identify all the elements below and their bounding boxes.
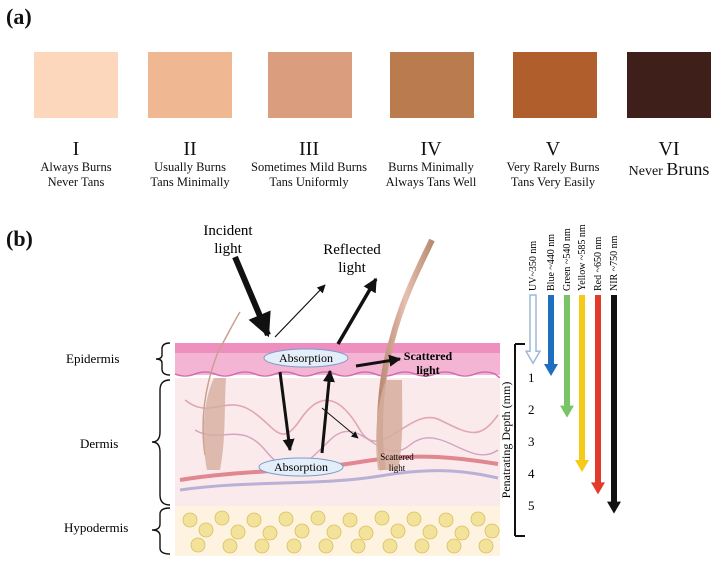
backscatter-arrow (320, 369, 335, 454)
skin-swatch-4 (390, 52, 474, 118)
skin-swatch-3 (268, 52, 352, 118)
skin-type-line1-large: Bruns (666, 159, 710, 179)
incident-light-arrow (232, 255, 271, 338)
wavelength-arrow-5 (591, 295, 605, 495)
scattered-light-label-1: Scattered (404, 349, 453, 363)
depth-tick-2: 2 (528, 402, 535, 417)
wavelength-arrow-6 (607, 295, 621, 514)
wavelength-label-4: Yellow ~585 nm (577, 224, 588, 291)
skin-type-line2: Tans Minimally (150, 175, 230, 189)
dermis-label: Dermis (80, 436, 118, 451)
reflected-thin-arrow (274, 284, 326, 338)
hair-follicle-right (376, 380, 403, 470)
reflected-light-label-2: light (338, 260, 366, 276)
hair-shaft-left (202, 311, 241, 456)
scattered-light-label-2: light (416, 363, 439, 377)
reflected-light-arrow (336, 277, 378, 345)
skin-type-line1: Very Rarely Burns (506, 160, 600, 174)
wavelength-arrow-2 (544, 295, 558, 376)
depth-axis-label: Penatrating Depth (mm) (499, 382, 513, 499)
skin-swatch-2 (148, 52, 232, 118)
skin-type-numeral: V (545, 138, 561, 160)
panel-b-label: (b) (6, 226, 33, 251)
wavelength-arrow-1 (524, 294, 542, 365)
skin-type-line2: Tans Very Easily (510, 175, 596, 189)
scattered-small-label-2: light (389, 463, 406, 473)
basement-membrane (174, 371, 501, 379)
epidermis-brace (155, 342, 171, 376)
depth-tick-5: 5 (528, 498, 535, 513)
vein (179, 469, 499, 492)
reflected-light-label-1: Reflected (323, 242, 381, 258)
wavelength-label-5: Red ~650 nm (593, 236, 604, 291)
skin-type-line1: Burns Minimally (388, 160, 474, 174)
skin-swatch-6 (627, 52, 711, 118)
skin-swatch-1 (34, 52, 118, 118)
skin-type-numeral: III (299, 138, 319, 160)
depth-tick-4: 4 (528, 466, 535, 481)
scattered-small-label-1: Scattered (380, 452, 414, 462)
absorption-ellipse-top (263, 348, 349, 368)
wavelength-label-2: Blue ~440 nm (546, 234, 557, 291)
wavelength-label-6: NIR ~750 nm (609, 235, 620, 291)
panel-a-label: (a) (6, 4, 32, 29)
skin-type-1: I Always Burns Never Tans (1, 138, 151, 190)
fat-cells (182, 510, 500, 554)
wavelength-label-1: UV~350 nm (528, 241, 539, 291)
skin-type-numeral: I (72, 138, 80, 160)
skin-type-line1: Sometimes Mild Burns (251, 160, 367, 174)
absorption-label-top: Absorption (279, 351, 333, 365)
skin-type-line2: Never Tans (47, 175, 105, 189)
wavelength-arrow-4 (575, 295, 589, 472)
skin-type-line1: Always Burns (40, 160, 112, 174)
wavelength-arrows: UV~350 nm Blue ~440 nm Green ~540 nm Yellow… (524, 224, 621, 514)
scattered-small-arrow (321, 407, 359, 439)
skin-type-4: IV Burns Minimally Always Tans Well (356, 138, 506, 190)
hair-follicle-left (203, 378, 226, 470)
skin-type-line2: Tans Uniformly (269, 175, 349, 189)
wavelength-label-3: Green ~540 nm (562, 228, 573, 291)
skin-type-line1: Usually Burns (154, 160, 226, 174)
wavelength-arrow-3 (560, 295, 574, 418)
hypodermis-label: Hypodermis (64, 520, 128, 535)
skin-type-numeral: II (183, 138, 197, 160)
scattered-light-arrow (355, 354, 402, 368)
absorption-label-bottom: Absorption (274, 460, 328, 474)
skin-type-line1-small: Never (628, 164, 667, 179)
skin-type-2: II Usually Burns Tans Minimally (115, 138, 265, 190)
incident-light-label-2: light (214, 241, 242, 257)
stratum-corneum (175, 343, 500, 353)
penetrating-light-arrow (278, 371, 295, 452)
skin-type-line1: Never Bruns (594, 160, 722, 181)
dermis-brace (151, 379, 171, 506)
depth-axis: Penatrating Depth (mm) 1 2 3 4 5 (499, 343, 535, 537)
skin-type-numeral: IV (420, 138, 442, 160)
depth-tick-3: 3 (528, 434, 535, 449)
artery (179, 454, 499, 482)
vessel-network-2 (194, 429, 499, 469)
skin-type-3: III Sometimes Mild Burns Tans Uniformly (234, 138, 384, 190)
vessel-network (184, 399, 499, 442)
absorption-ellipse-bottom (258, 457, 344, 477)
skin-cross-section (174, 238, 501, 556)
skin-swatch-5 (513, 52, 597, 118)
incident-light-label-1: Incident (203, 223, 253, 239)
skin-type-line2: Always Tans Well (385, 175, 477, 189)
skin-type-6: VI Never Bruns (594, 138, 722, 181)
hypodermis-brace (151, 507, 171, 555)
skin-type-5: V Very Rarely Burns Tans Very Easily (478, 138, 628, 190)
epidermis-label: Epidermis (66, 351, 119, 366)
skin-type-numeral: VI (658, 138, 680, 160)
depth-tick-1: 1 (528, 370, 535, 385)
